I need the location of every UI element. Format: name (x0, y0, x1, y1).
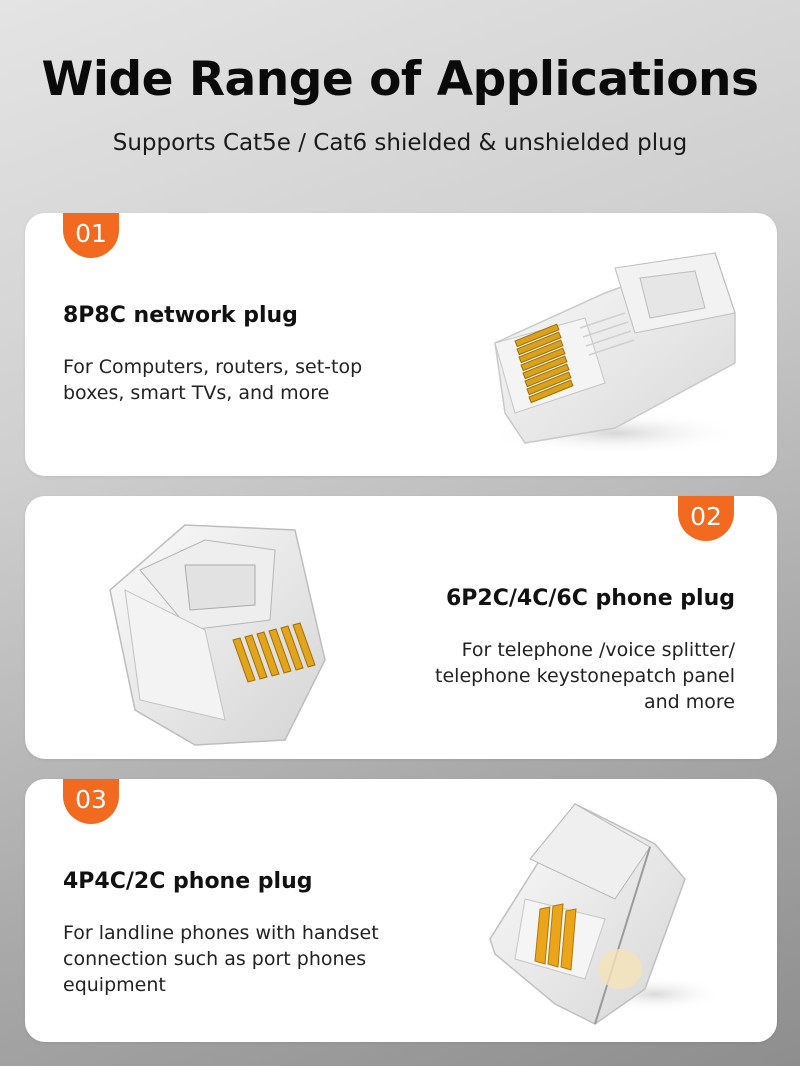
card-description: For landline phones with handset connect… (63, 922, 379, 996)
page-subtitle: Supports Cat5e / Cat6 shielded & unshiel… (112, 130, 688, 156)
application-card-1: 01 8P8C network plug For Computers, rout… (25, 213, 777, 476)
card-heading: 6P2C/4C/6C phone plug (446, 586, 735, 611)
number-badge: 02 (678, 496, 734, 541)
card-heading: 8P8C network plug (63, 303, 298, 328)
application-card-3: 03 4P4C/2C phone plug For landline phone… (25, 779, 777, 1042)
rj12-plug-icon (109, 524, 326, 746)
rj9-plug-icon (489, 803, 725, 1025)
number-badge: 03 (63, 779, 119, 824)
card-heading: 4P4C/2C phone plug (63, 869, 313, 894)
application-card-2: 02 6P2C/4C/6C phone plug For telephone /… (25, 496, 777, 759)
card-description: For telephone /voice splitter/ telephone… (435, 639, 735, 713)
rj45-plug-icon (485, 252, 745, 455)
number-badge: 01 (63, 213, 119, 258)
page-title: Wide Range of Applications (41, 52, 759, 107)
card-description: For Computers, routers, set-top boxes, s… (63, 356, 363, 404)
